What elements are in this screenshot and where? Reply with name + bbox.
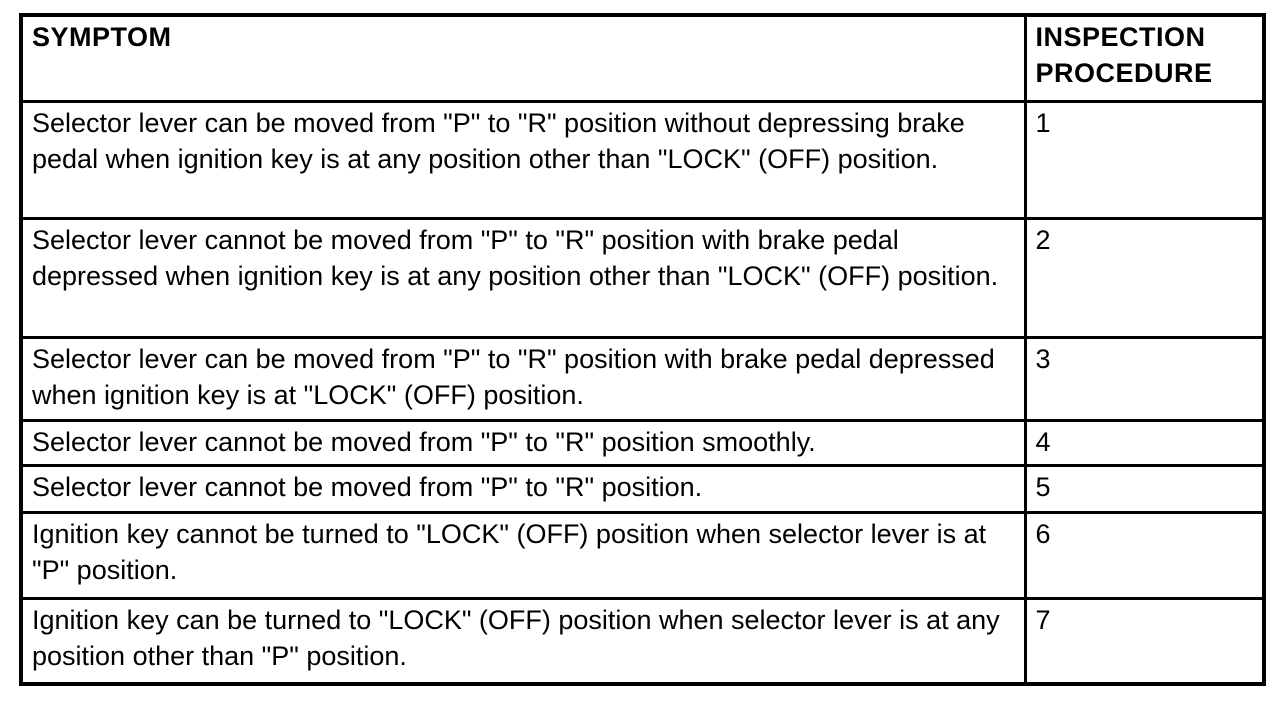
- table-row: Ignition key can be turned to "LOCK" (OF…: [19, 596, 1266, 686]
- procedure-cell: 3: [1023, 335, 1266, 422]
- symptom-cell: Selector lever can be moved from "P" to …: [19, 335, 1027, 422]
- symptom-cell: Selector lever cannot be moved from "P" …: [19, 216, 1027, 339]
- table-row: Selector lever cannot be moved from "P" …: [19, 463, 1266, 514]
- symptom-inspection-table: SYMPTOM INSPECTION PROCEDURE Selector le…: [19, 13, 1266, 686]
- procedure-cell: 7: [1023, 596, 1266, 686]
- procedure-cell: 4: [1023, 418, 1266, 467]
- table-row: Selector lever can be moved from "P" to …: [19, 99, 1266, 220]
- procedure-cell: 6: [1023, 510, 1266, 600]
- symptom-cell: Selector lever cannot be moved from "P" …: [19, 418, 1027, 467]
- symptom-cell: Selector lever can be moved from "P" to …: [19, 99, 1027, 220]
- procedure-cell: 1: [1023, 99, 1266, 220]
- table-row: Selector lever cannot be moved from "P" …: [19, 418, 1266, 467]
- table-header-row: SYMPTOM INSPECTION PROCEDURE: [19, 13, 1266, 103]
- table-row: Ignition key cannot be turned to "LOCK" …: [19, 510, 1266, 600]
- symptom-cell: Ignition key can be turned to "LOCK" (OF…: [19, 596, 1027, 686]
- table-row: Selector lever can be moved from "P" to …: [19, 335, 1266, 422]
- symptom-cell: Selector lever cannot be moved from "P" …: [19, 463, 1027, 514]
- symptom-cell: Ignition key cannot be turned to "LOCK" …: [19, 510, 1027, 600]
- procedure-cell: 2: [1023, 216, 1266, 339]
- procedure-cell: 5: [1023, 463, 1266, 514]
- table-row: Selector lever cannot be moved from "P" …: [19, 216, 1266, 339]
- symptom-column-header: SYMPTOM: [19, 13, 1027, 103]
- inspection-procedure-column-header: INSPECTION PROCEDURE: [1023, 13, 1266, 103]
